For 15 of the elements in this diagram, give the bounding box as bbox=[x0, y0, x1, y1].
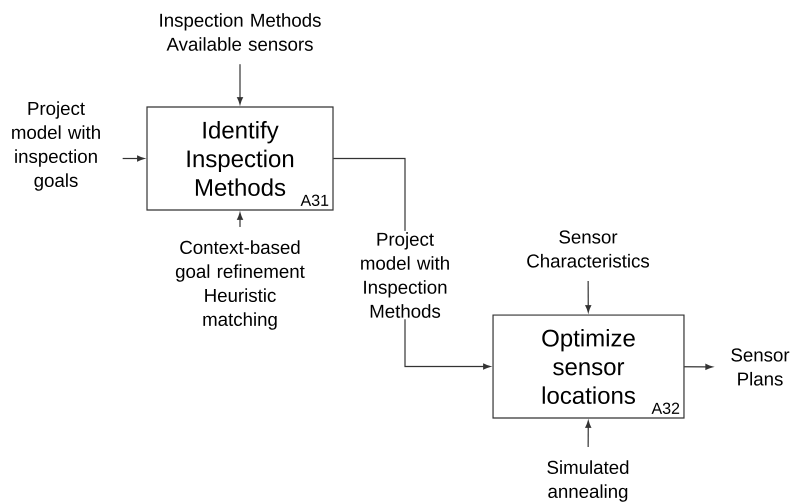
process-box: Identify Inspection Methods A31 bbox=[146, 106, 334, 211]
arrow-label: Project model with inspection goals bbox=[12, 101, 100, 191]
arrow bbox=[684, 364, 713, 370]
arrow bbox=[585, 420, 592, 447]
process-box: Optimize sensor locations A32 bbox=[492, 314, 685, 419]
arrow-label: Context-based goal refinement Heuristic matching bbox=[176, 240, 305, 330]
edge-label: Project model with Inspection Methods bbox=[353, 230, 457, 320]
arrow-label: Sensor Characteristics bbox=[527, 230, 650, 268]
arrow bbox=[237, 64, 243, 104]
arrow bbox=[122, 156, 144, 162]
arrow bbox=[237, 212, 243, 227]
arrow-label: Sensor Plans bbox=[731, 348, 790, 386]
arrow bbox=[585, 280, 592, 312]
arrow-label: Simulated annealing bbox=[547, 460, 628, 502]
arrow-label: Inspection Methods Available sensors bbox=[160, 13, 321, 51]
